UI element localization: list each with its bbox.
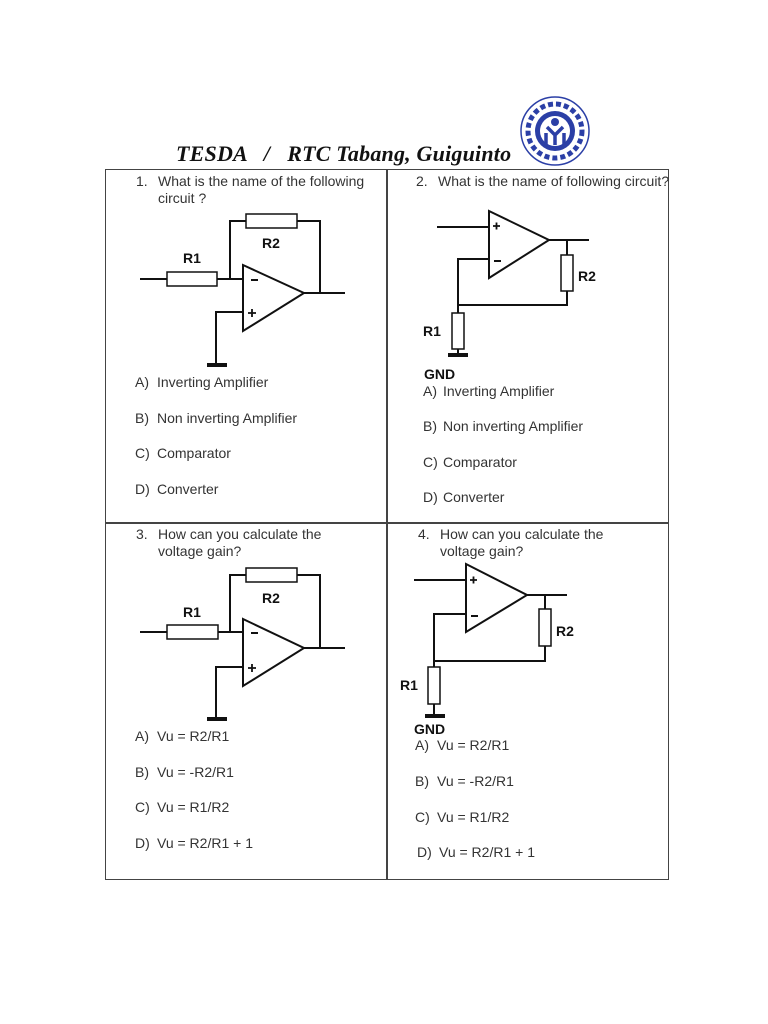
option-b[interactable]: B) Vu = -R2/R1 bbox=[415, 773, 514, 789]
question-number: 1. bbox=[136, 173, 148, 189]
option-text: Comparator bbox=[443, 454, 517, 470]
option-letter: A) bbox=[415, 737, 429, 753]
question-number: 3. bbox=[136, 526, 148, 542]
option-letter: B) bbox=[135, 410, 149, 426]
row-divider bbox=[105, 522, 669, 524]
option-letter: D) bbox=[135, 481, 150, 497]
tesda-logo-icon bbox=[520, 96, 590, 166]
option-text: Vu = -R2/R1 bbox=[157, 764, 234, 780]
option-text: Converter bbox=[443, 489, 505, 505]
option-d[interactable]: D) Converter bbox=[423, 489, 504, 505]
option-text: Inverting Amplifier bbox=[157, 374, 269, 390]
option-letter: A) bbox=[135, 728, 149, 744]
option-d[interactable]: D) Vu = R2/R1 + 1 bbox=[417, 844, 535, 860]
option-letter: A) bbox=[423, 383, 437, 399]
option-a[interactable]: A) Vu = R2/R1 bbox=[415, 737, 509, 753]
option-text: Vu = R1/R2 bbox=[157, 799, 230, 815]
option-d[interactable]: D) Converter bbox=[135, 481, 218, 497]
option-a[interactable]: A) Inverting Amplifier bbox=[423, 383, 554, 399]
option-b[interactable]: B) Non inverting Amplifier bbox=[135, 410, 297, 426]
option-letter: C) bbox=[423, 454, 438, 470]
option-text: Vu = R2/R1 bbox=[157, 728, 230, 744]
option-a[interactable]: A) Vu = R2/R1 bbox=[135, 728, 229, 744]
option-c[interactable]: C) Vu = R1/R2 bbox=[415, 809, 509, 825]
option-letter: B) bbox=[135, 764, 149, 780]
option-b[interactable]: B) Vu = -R2/R1 bbox=[135, 764, 234, 780]
option-text: Vu = R2/R1 + 1 bbox=[157, 835, 253, 851]
option-text: Vu = R2/R1 + 1 bbox=[439, 844, 535, 860]
option-text: Inverting Amplifier bbox=[443, 383, 555, 399]
option-letter: B) bbox=[415, 773, 429, 789]
option-letter: A) bbox=[135, 374, 149, 390]
option-letter: D) bbox=[135, 835, 150, 851]
option-text: Vu = R2/R1 bbox=[437, 737, 510, 753]
question-text: What is the name of the following circui… bbox=[158, 173, 365, 206]
option-c[interactable]: C) Vu = R1/R2 bbox=[135, 799, 229, 815]
question-number: 2. bbox=[416, 173, 428, 189]
option-text: Comparator bbox=[157, 445, 231, 461]
option-c[interactable]: C) Comparator bbox=[135, 445, 231, 461]
option-text: Converter bbox=[157, 481, 219, 497]
question-number: 4. bbox=[418, 526, 430, 542]
option-text: Vu = -R2/R1 bbox=[437, 773, 514, 789]
option-letter: B) bbox=[423, 418, 437, 434]
column-divider bbox=[386, 169, 388, 880]
option-text: Vu = R1/R2 bbox=[437, 809, 510, 825]
option-a[interactable]: A) Inverting Amplifier bbox=[135, 374, 268, 390]
question-text: What is the name of following circuit? bbox=[438, 173, 670, 189]
option-letter: D) bbox=[423, 489, 438, 505]
question-text: How can you calculate the voltage gain? bbox=[440, 526, 604, 559]
page-title: TESDA / RTC Tabang, Guiguinto bbox=[176, 141, 512, 166]
option-text: Non inverting Amplifier bbox=[157, 410, 298, 426]
option-letter: D) bbox=[417, 844, 432, 860]
option-letter: C) bbox=[415, 809, 430, 825]
option-b[interactable]: B) Non inverting Amplifier bbox=[423, 418, 583, 434]
question-text: How can you calculate the voltage gain? bbox=[158, 526, 322, 559]
option-c[interactable]: C) Comparator bbox=[423, 454, 517, 470]
option-letter: C) bbox=[135, 799, 150, 815]
option-letter: C) bbox=[135, 445, 150, 461]
option-d[interactable]: D) Vu = R2/R1 + 1 bbox=[135, 835, 253, 851]
option-text: Non inverting Amplifier bbox=[443, 418, 584, 434]
